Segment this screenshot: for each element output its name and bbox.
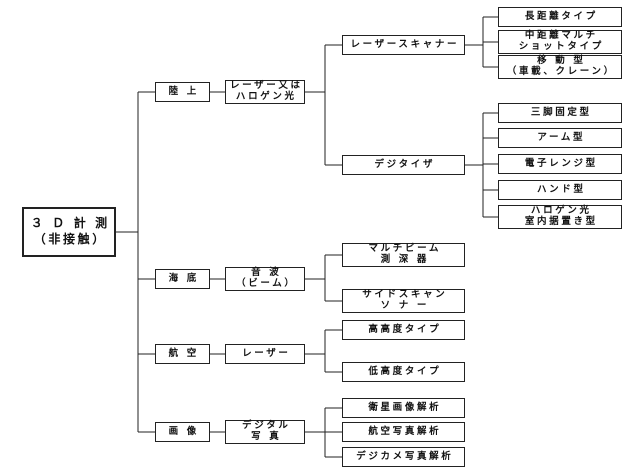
- digitizer-type-halogen: ハロゲン光 室内据置き型: [498, 205, 622, 229]
- leaf-label: 電子レンジ型: [524, 157, 598, 169]
- category-air: 航 空: [155, 344, 210, 364]
- subtype-laser-scanner: レーザースキャナー: [342, 35, 465, 55]
- method-label: 音 波 （ビーム）: [236, 267, 297, 289]
- subtype-digicam-analysis: デジカメ写真解析: [342, 447, 465, 467]
- subtype-label: レーザースキャナー: [350, 38, 460, 50]
- leaf-label: 三脚固定型: [530, 106, 592, 118]
- subtype-label: サイドスキャン ソ ナ ー: [362, 289, 448, 311]
- root-label: ３ Ｄ 計 測 （非接触）: [30, 216, 110, 246]
- subtype-label: 低高度タイプ: [368, 365, 442, 377]
- scanner-type-mobile: 移 動 型 （車載、クレーン）: [498, 55, 622, 79]
- leaf-label: 長距離タイプ: [524, 10, 598, 22]
- method-image: デジタル 写 真: [225, 420, 305, 444]
- subtype-label: マルチビーム 測 深 器: [368, 243, 442, 265]
- subtype-label: デジカメ写真解析: [356, 450, 454, 462]
- subtype-label: デジタイザ: [374, 158, 436, 170]
- category-label: 航 空: [168, 347, 199, 359]
- digitizer-type-electronic-range: 電子レンジ型: [498, 154, 622, 174]
- method-land: レーザー又は ハロゲン光: [225, 80, 305, 104]
- category-label: 画 像: [168, 425, 199, 437]
- method-label: デジタル 写 真: [242, 420, 291, 442]
- root-node: ３ Ｄ 計 測 （非接触）: [22, 207, 116, 257]
- leaf-label: ハンド型: [537, 183, 586, 195]
- category-label: 陸 上: [168, 85, 199, 97]
- subtype-sidescan: サイドスキャン ソ ナ ー: [342, 289, 465, 313]
- digitizer-type-arm: アーム型: [498, 128, 622, 148]
- category-label: 海 底: [168, 272, 199, 284]
- subtype-multibeam: マルチビーム 測 深 器: [342, 243, 465, 267]
- digitizer-type-tripod: 三脚固定型: [498, 103, 622, 123]
- subtype-high-altitude: 高高度タイプ: [342, 320, 465, 340]
- scanner-type-long-range: 長距離タイプ: [498, 7, 622, 27]
- method-sea: 音 波 （ビーム）: [225, 267, 305, 291]
- method-air: レーザー: [225, 344, 305, 364]
- method-label: レーザー又は ハロゲン光: [229, 80, 303, 102]
- category-sea: 海 底: [155, 269, 210, 289]
- leaf-label: 移 動 型 （車載、クレーン）: [506, 55, 616, 77]
- digitizer-type-hand: ハンド型: [498, 180, 622, 200]
- scanner-type-multi-shot: 中距離マルチ ショットタイプ: [498, 30, 622, 54]
- subtype-low-altitude: 低高度タイプ: [342, 362, 465, 382]
- method-label: レーザー: [242, 347, 291, 359]
- subtype-label: 高高度タイプ: [368, 323, 442, 335]
- leaf-label: 中距離マルチ ショットタイプ: [518, 30, 604, 52]
- subtype-label: 衛星画像解析: [368, 401, 442, 413]
- subtype-aerial-photo-analysis: 航空写真解析: [342, 422, 465, 442]
- subtype-digitizer: デジタイザ: [342, 155, 465, 175]
- subtype-satellite-analysis: 衛星画像解析: [342, 398, 465, 418]
- category-land: 陸 上: [155, 82, 210, 102]
- leaf-label: ハロゲン光 室内据置き型: [524, 205, 598, 227]
- leaf-label: アーム型: [537, 131, 586, 143]
- category-image: 画 像: [155, 422, 210, 442]
- subtype-label: 航空写真解析: [368, 425, 442, 437]
